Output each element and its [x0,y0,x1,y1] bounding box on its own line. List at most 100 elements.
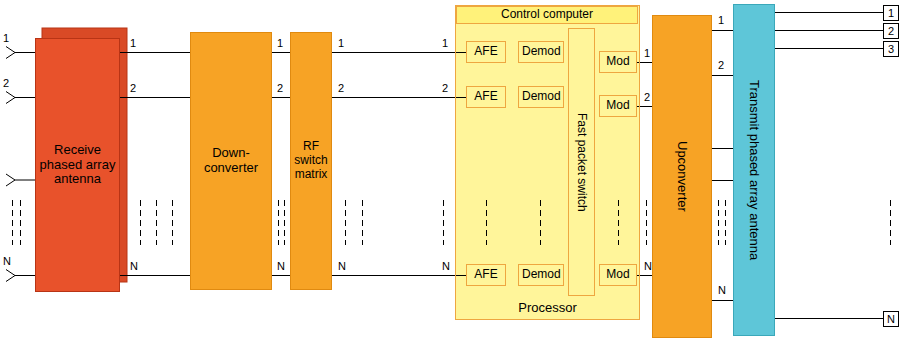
block-label: RF switch matrix [294,140,328,181]
port-number: 1 [442,37,448,50]
signal-line [712,180,733,181]
port-number: 1 [644,47,650,60]
block-label: Mod [606,55,629,69]
converter-block: Upconverter [652,15,712,338]
signal-line [120,275,190,276]
signal-line [272,275,290,276]
port-number: 2 [883,23,899,39]
output-wire [775,48,883,49]
antenna-elements [6,47,35,282]
dash-mark [646,200,647,245]
function-box: Mod [599,51,637,73]
block-label: Demod [522,268,560,282]
block-label: AFE [474,90,497,104]
dash-mark [345,200,346,245]
block-label: Demod [522,90,560,104]
dash-mark [140,200,141,245]
port-number: 2 [718,59,724,72]
signal-line [120,97,190,98]
function-box: Mod [599,95,637,117]
port-number: 1 [718,14,724,27]
function-box: Demod [518,86,564,108]
dash-mark [443,200,444,245]
port-number: 2 [442,82,448,95]
port-number: 2 [277,82,283,95]
signal-line [332,52,466,53]
control-bar: Control computer [456,6,638,24]
switch-bar: Fast packet switch [568,28,595,296]
dash-mark [618,200,619,245]
processor-box: ProcessorControl computerAFEDemodModAFED… [455,5,640,320]
port-number: 2 [644,91,650,104]
function-box: Mod [599,264,637,286]
port-number: 2 [3,77,9,90]
block-label: Control computer [501,8,593,22]
port-number: 2 [338,82,344,95]
port-number: 3 [883,41,899,57]
signal-line [712,30,733,31]
antenna-element [6,174,35,186]
port-number: 2 [130,82,136,95]
function-box: AFE [466,41,506,63]
signal-line [712,75,733,76]
processor-fill [455,5,640,320]
block-label: Fast packet switch [575,113,589,212]
transmit-outputs [775,13,883,319]
antenna-block: Transmit phased array antenna [733,4,775,336]
dash-mark [172,200,173,245]
block-label: AFE [474,45,497,59]
antenna-element [6,270,35,282]
dash-mark [284,200,285,245]
signal-line [272,97,290,98]
signal-line [120,52,190,53]
port-number: 1 [883,5,899,21]
port-number: N [644,260,652,273]
switch-block: RF switch matrix [290,32,332,290]
function-box: Demod [518,264,564,286]
dash-mark [362,200,363,245]
signal-line [712,148,733,149]
port-number: N [338,260,346,273]
dash-mark [278,200,279,245]
port-number: N [442,260,450,273]
output-wire [775,12,883,13]
dash-mark [20,200,21,245]
signal-line [332,97,466,98]
function-box: Demod [518,41,564,63]
block-label: Down- converter [194,146,268,176]
dash-mark [718,200,719,245]
block-label: Receive phased array antenna [39,143,116,188]
output-wire [775,318,883,319]
block-label: Transmit phased array antenna [747,80,762,260]
port-number: N [3,255,11,268]
dash-mark [890,200,891,245]
antenna-element [6,92,35,104]
signal-line [712,300,733,301]
port-number: 1 [277,37,283,50]
port-number: N [883,311,899,327]
dash-mark [540,200,541,245]
dash-mark [156,200,157,245]
signal-line [332,275,466,276]
function-box: AFE [466,264,506,286]
block-label: AFE [474,268,497,282]
port-number: 1 [338,37,344,50]
block-label: Mod [606,268,629,282]
block-label: Demod [522,45,560,59]
output-wire [775,30,883,31]
block-label: Upconverter [675,141,690,212]
converter-block: Down- converter [190,32,272,290]
dash-mark [725,200,726,245]
block-label: Processor [518,301,577,316]
antenna-block: Receive phased array antenna [35,38,120,292]
port-number: N [277,260,285,273]
port-number: N [130,260,138,273]
port-number: N [718,284,726,297]
dash-mark [486,200,487,245]
signal-line [272,52,290,53]
port-number: 1 [3,32,9,45]
antenna-element [6,47,35,59]
function-box: AFE [466,86,506,108]
port-number: 1 [130,37,136,50]
